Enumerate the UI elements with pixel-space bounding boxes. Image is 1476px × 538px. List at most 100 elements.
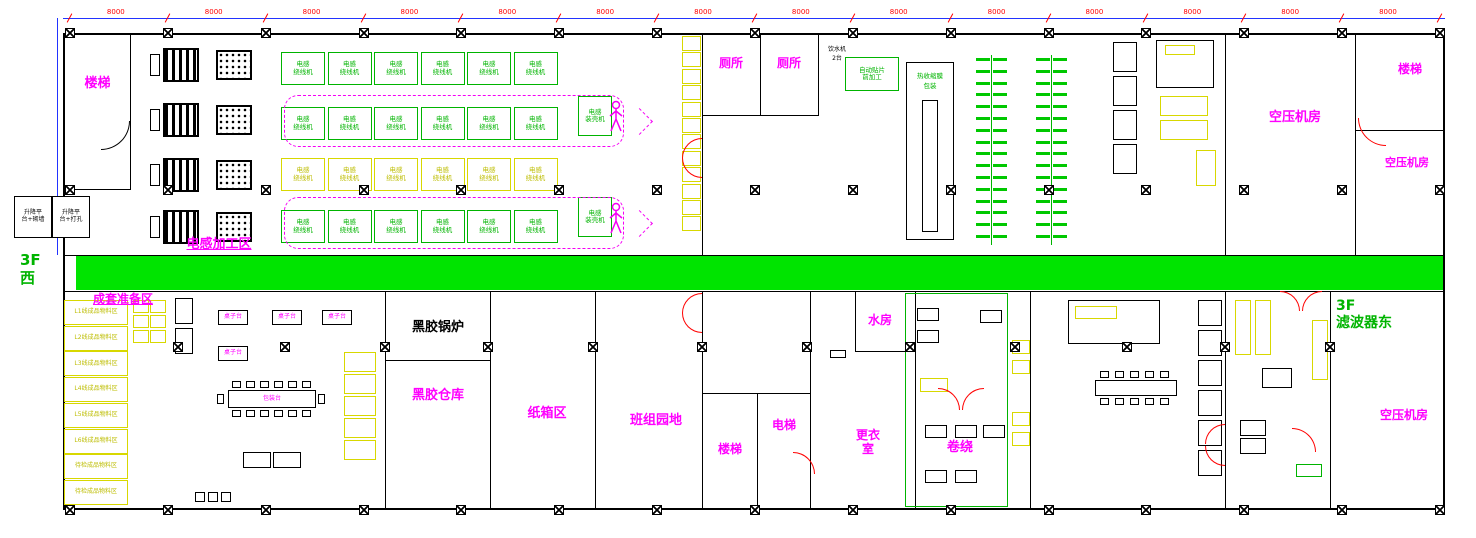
column-marker — [1239, 28, 1250, 38]
winder-machine-box: 电感 绕线机 — [374, 52, 418, 85]
dimension-label: 8000 — [694, 8, 712, 16]
column-marker — [1434, 185, 1445, 195]
machine-icon — [163, 210, 199, 244]
storage-zone-label: L3线成品物料区 — [64, 351, 128, 377]
column-marker — [65, 28, 75, 38]
chair — [274, 410, 283, 417]
generic-box — [917, 330, 939, 343]
machine-icon — [216, 105, 252, 135]
dimension-label: 8000 — [889, 8, 908, 16]
chair — [1130, 398, 1139, 405]
column-marker — [483, 342, 493, 352]
column-marker — [1325, 342, 1335, 352]
generic-box — [273, 452, 301, 468]
storage-zone-label: 待检成品物料区 — [64, 479, 128, 505]
winder-machine-box: 电感 绕线机 — [281, 52, 325, 85]
dimension-label: 8000 — [106, 8, 125, 16]
column-marker — [280, 342, 290, 352]
winder-machine-box: 电感 绕线机 — [513, 210, 558, 243]
rack-slat — [976, 58, 990, 61]
rack-slat — [976, 176, 990, 179]
room-label-glue-store: 黑胶仓库 — [411, 388, 464, 403]
machine-icon — [216, 50, 252, 80]
machine-bracket — [150, 54, 160, 76]
generic-box — [1113, 42, 1137, 72]
rack-slat — [1053, 235, 1067, 238]
rack-slat — [993, 164, 1007, 168]
generic-box — [1113, 110, 1137, 140]
rack-slat — [976, 164, 990, 168]
wall — [818, 33, 819, 116]
chair — [1145, 371, 1154, 378]
rack-slat — [993, 152, 1007, 156]
rack-slat — [1036, 223, 1050, 227]
small-yellow-box — [1160, 120, 1208, 140]
room-label-air-compressor-bottom-right: 空压机房 — [1379, 408, 1428, 422]
column-marker — [162, 185, 173, 195]
zone-label-prep-area: 成套准备区 — [92, 292, 153, 306]
column-marker — [358, 505, 369, 515]
corridor-green-band — [76, 256, 1443, 290]
column-marker — [1043, 28, 1054, 38]
winding-area-outline — [905, 293, 1008, 507]
wall — [63, 255, 1445, 256]
wall — [760, 33, 761, 116]
table-box: 桌子台 — [322, 310, 352, 325]
winder-machine-box: 电感 绕线机 — [420, 210, 465, 243]
winder-machine-box: 电感 绕线机 — [513, 52, 558, 85]
generic-box — [925, 470, 947, 483]
column-marker — [358, 185, 369, 195]
winder-machine-box: 电感 绕线机 — [513, 107, 558, 140]
generic-box — [221, 492, 231, 502]
table-box: 桌子台 — [272, 310, 302, 325]
column-marker — [1043, 185, 1054, 195]
wall — [1355, 130, 1445, 131]
machine-icon — [216, 160, 252, 190]
machine-icon — [163, 48, 199, 82]
rack-slat — [976, 93, 990, 97]
column-marker — [1434, 505, 1445, 515]
chair — [232, 410, 241, 417]
machine-bracket — [150, 164, 160, 186]
chair — [260, 410, 269, 417]
winder-machine-box: 电感 绕线机 — [467, 210, 511, 243]
small-yellow-box — [344, 374, 376, 394]
rack-slat — [1036, 58, 1050, 61]
chair — [260, 381, 269, 388]
dimension-label: 8000 — [498, 8, 517, 16]
wall — [385, 360, 491, 361]
rack-slat — [1036, 176, 1050, 179]
rack-slat — [1036, 152, 1050, 156]
rack-slat — [1053, 105, 1067, 109]
winder-machine-box: 电感 绕线机 — [327, 52, 372, 85]
rack-slat — [1053, 117, 1067, 120]
room-label-water-room: 水房 — [867, 313, 892, 327]
room-label-team-corner: 班组园地 — [629, 413, 682, 428]
room-label-stairs-bottom: 楼梯 — [717, 442, 742, 456]
column-marker — [1141, 185, 1152, 195]
column-marker — [749, 505, 760, 515]
winder-machine-box: 电感 绕线机 — [374, 107, 418, 140]
winder-machine-box: 电感 绕线机 — [327, 210, 372, 243]
column-marker — [945, 28, 956, 38]
water-dispenser-note: 饮水机 2台 — [827, 46, 846, 62]
generic-box — [980, 310, 1002, 323]
dimension-label: 8000 — [400, 8, 419, 16]
dimension-label: 8000 — [204, 8, 223, 16]
wall — [810, 291, 811, 510]
rack-slat — [1053, 211, 1067, 215]
column-marker — [65, 185, 75, 195]
rack-slat — [1053, 176, 1067, 179]
rack-slat — [1036, 105, 1050, 109]
column-marker — [847, 28, 858, 38]
storage-rack-cell — [682, 200, 701, 215]
pre-process-machine-box: 自动贴片 前加工 — [845, 57, 899, 91]
chair — [1115, 398, 1124, 405]
wall — [1225, 33, 1226, 256]
chair — [1145, 398, 1154, 405]
room-label-changing-room: 更衣 室 — [855, 428, 880, 457]
chair — [1160, 371, 1169, 378]
column-marker — [847, 185, 858, 195]
rack-slat — [993, 117, 1007, 120]
column-marker — [554, 28, 565, 38]
